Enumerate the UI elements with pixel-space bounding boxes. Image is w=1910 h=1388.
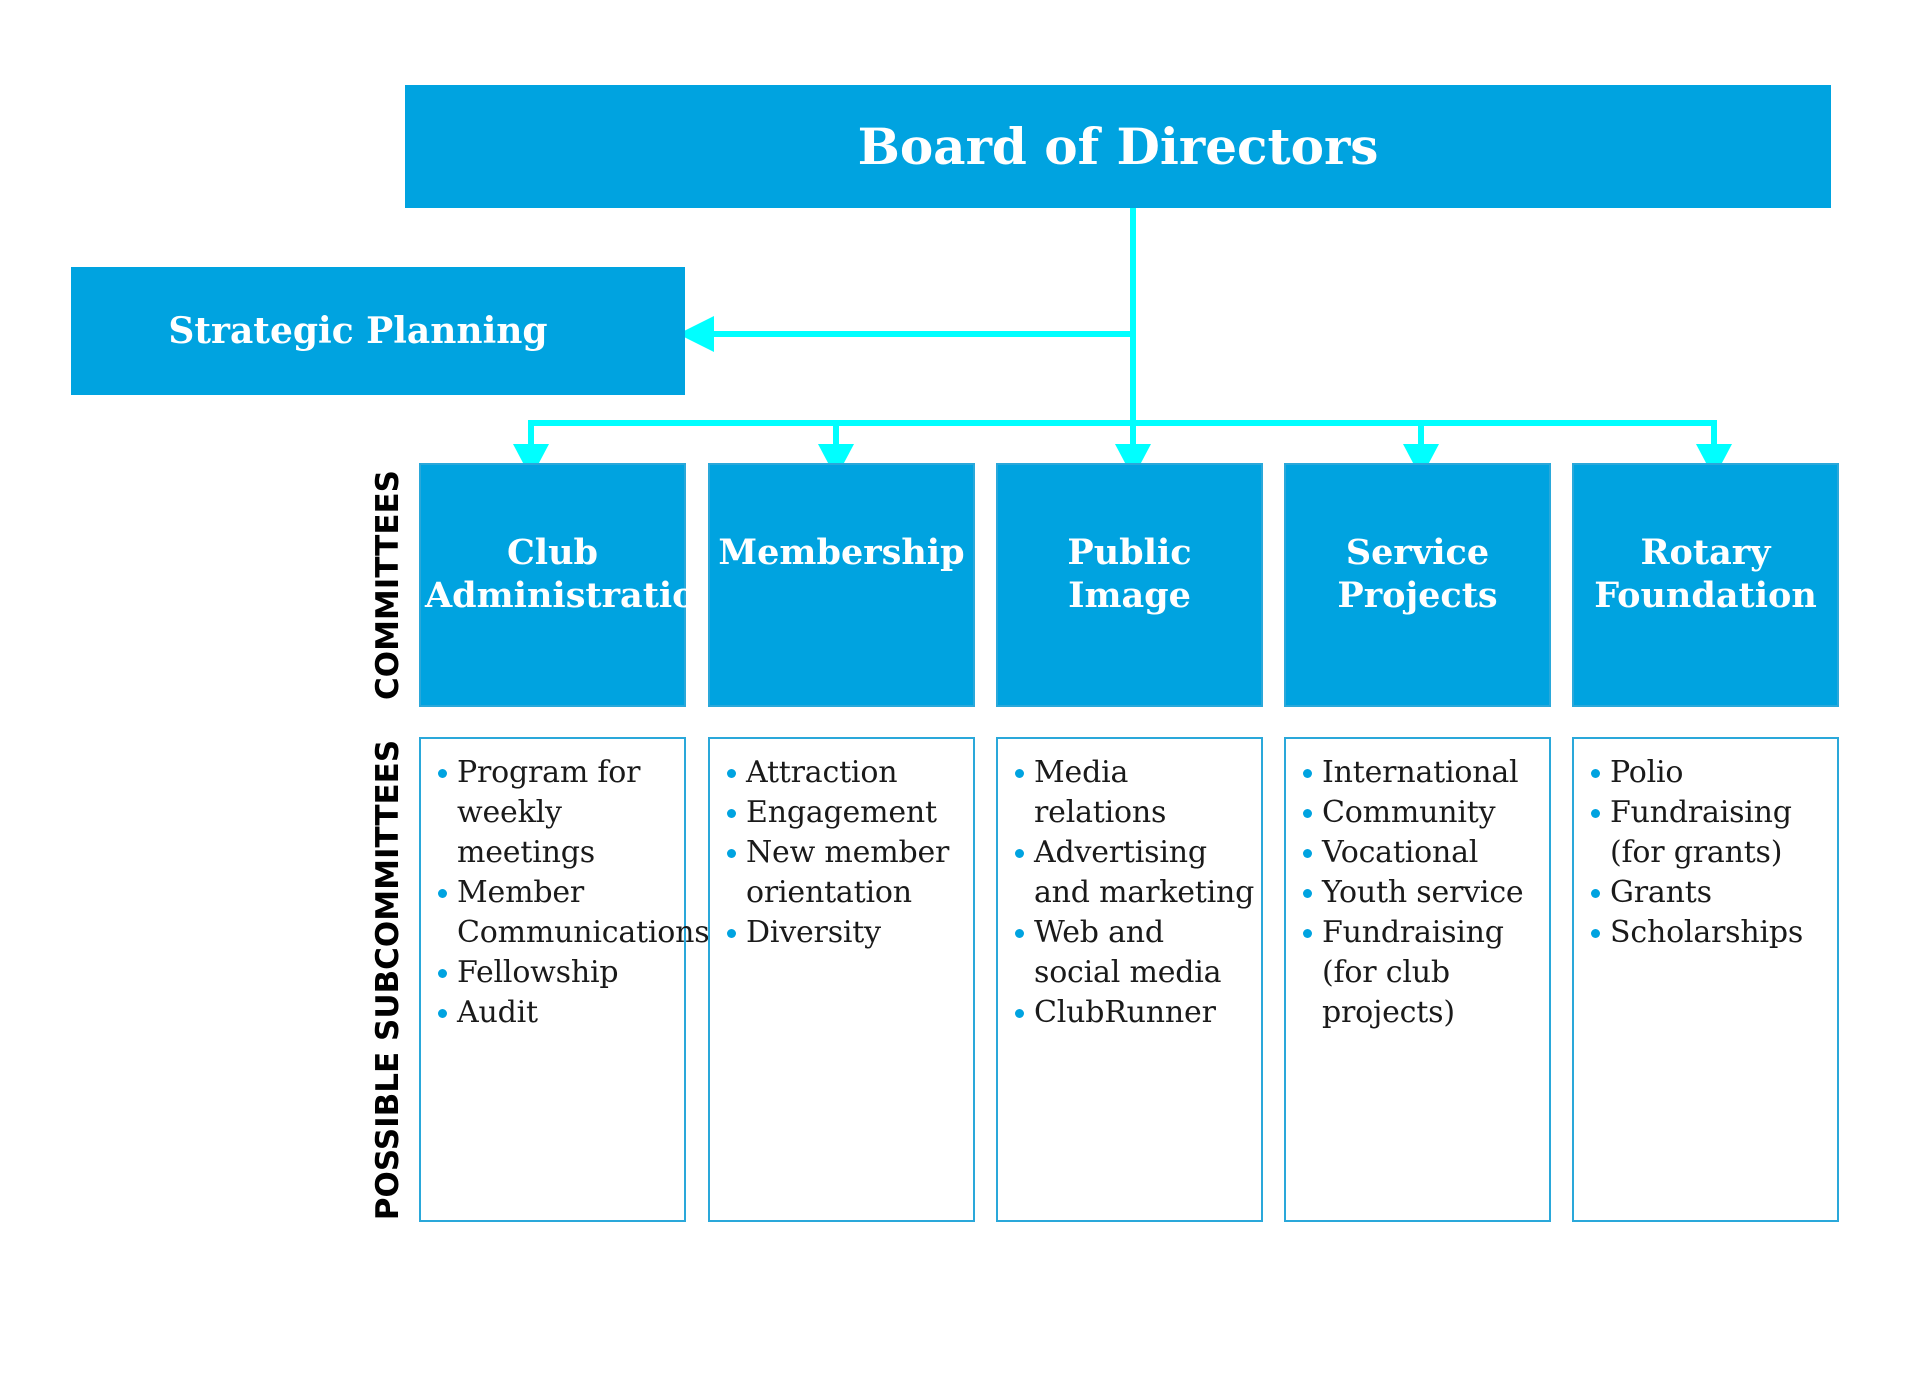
subcommittees-rotary-foundation: Polio Fundraising (for grants) Grants Sc… bbox=[1572, 737, 1839, 1222]
subcommittee-item: Media relations bbox=[1014, 753, 1255, 833]
committee-title-line: Club bbox=[506, 532, 599, 573]
subcommittee-item: Engagement bbox=[726, 793, 967, 833]
subcommittee-item: Audit bbox=[437, 993, 678, 1033]
subcommittee-item: Web and social media bbox=[1014, 913, 1255, 993]
subcommittee-item: Member Communications bbox=[437, 873, 710, 953]
subcommittee-item: Fundraising (for club projects) bbox=[1302, 913, 1543, 1033]
subcommittee-item: Vocational bbox=[1302, 833, 1543, 873]
subcommittee-item: Polio bbox=[1590, 753, 1831, 793]
subcommittee-list: Attraction Engagement New member orienta… bbox=[726, 753, 967, 953]
subcommittee-list: International Community Vocational Youth… bbox=[1302, 753, 1543, 1033]
subcommittee-list: Program for weekly meetings Member Commu… bbox=[437, 753, 710, 1033]
committee-title-line: Service bbox=[1345, 532, 1490, 573]
subcommittee-item: ClubRunner bbox=[1014, 993, 1255, 1033]
committee-public-image: Public Image bbox=[996, 463, 1263, 707]
subcommittee-item: Youth service bbox=[1302, 873, 1543, 913]
committee-title-line: Foundation bbox=[1594, 575, 1817, 616]
committee-title-line: Public bbox=[1067, 532, 1192, 573]
subcommittee-item: Advertising and marketing bbox=[1014, 833, 1255, 913]
subcommittee-list: Polio Fundraising (for grants) Grants Sc… bbox=[1590, 753, 1831, 953]
subcommittee-item: Scholarships bbox=[1590, 913, 1831, 953]
subcommittee-item: Program for weekly meetings bbox=[437, 753, 678, 873]
committee-title-line: Membership bbox=[718, 532, 965, 573]
committees-label: COMMITTEES bbox=[370, 469, 406, 701]
committee-membership: Membership bbox=[708, 463, 975, 707]
board-of-directors-box: Board of Directors bbox=[405, 85, 1831, 208]
subcommittees-public-image: Media relations Advertising and marketin… bbox=[996, 737, 1263, 1222]
committee-rotary-foundation: Rotary Foundation bbox=[1572, 463, 1839, 707]
subcommittees-club-administration: Program for weekly meetings Member Commu… bbox=[419, 737, 710, 1222]
subcommittees-service-projects: International Community Vocational Youth… bbox=[1284, 737, 1551, 1222]
board-title: Board of Directors bbox=[857, 117, 1379, 176]
committee-title-line: Rotary bbox=[1640, 532, 1771, 573]
subcommittee-item: Grants bbox=[1590, 873, 1831, 913]
committee-title-line: Projects bbox=[1337, 575, 1498, 616]
committee-title-line: Image bbox=[1068, 575, 1191, 616]
subcommittee-item: Diversity bbox=[726, 913, 967, 953]
subcommittee-item: Community bbox=[1302, 793, 1543, 833]
strategic-planning-title: Strategic Planning bbox=[168, 310, 548, 352]
subcommittee-item: New member orientation bbox=[726, 833, 967, 913]
subcommittee-list: Media relations Advertising and marketin… bbox=[1014, 753, 1255, 1033]
subcommittee-item: Attraction bbox=[726, 753, 967, 793]
subcommittees-membership: Attraction Engagement New member orienta… bbox=[708, 737, 975, 1222]
subcommittee-item: International bbox=[1302, 753, 1543, 793]
subcommittee-item: Fundraising (for grants) bbox=[1590, 793, 1831, 873]
committee-title-line: Administration bbox=[425, 575, 721, 616]
possible-subcommittees-label: POSSIBLE SUBCOMMITTEES bbox=[370, 739, 406, 1221]
subcommittee-item: Fellowship bbox=[437, 953, 678, 993]
committee-club-administration: Club Administration bbox=[419, 463, 721, 707]
strategic-planning-box: Strategic Planning bbox=[71, 267, 685, 395]
committee-service-projects: Service Projects bbox=[1284, 463, 1551, 707]
